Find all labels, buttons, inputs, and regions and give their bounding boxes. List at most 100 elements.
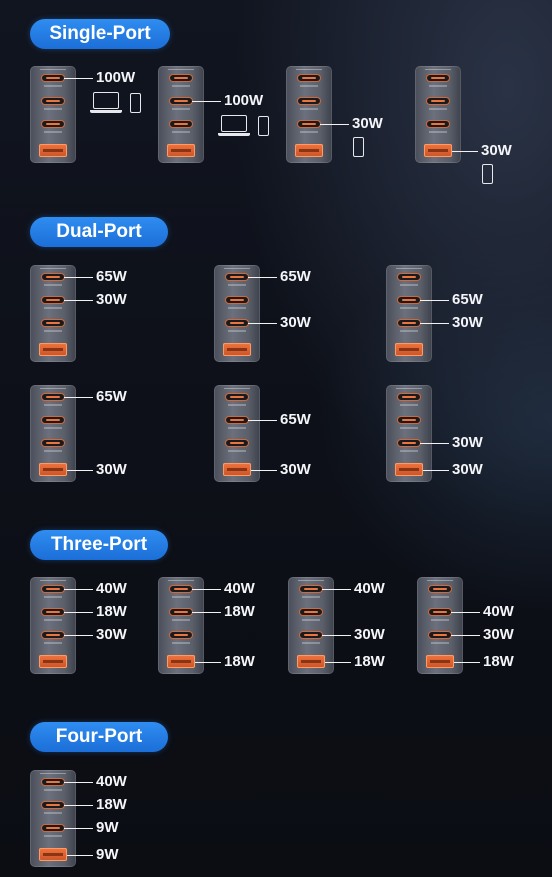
port-label: [44, 108, 62, 110]
port-connector-line: [64, 828, 93, 829]
port-label: [302, 642, 320, 644]
port-label: [44, 307, 62, 309]
port-connector-line: [64, 612, 93, 613]
usb-c-port-2: [42, 609, 64, 615]
port-wattage-label: 18W: [224, 653, 255, 670]
charger-top-label: [168, 69, 194, 74]
charger-device: [30, 66, 76, 163]
port-label: [172, 596, 190, 598]
usb-a-port: [39, 655, 67, 668]
charger-top-label: [224, 388, 250, 393]
laptop-icon: [90, 92, 122, 114]
section-title-pill: Single-Port: [30, 19, 170, 49]
port-wattage-label: 65W: [96, 268, 127, 285]
charger-device: [158, 577, 204, 674]
port-label: [172, 642, 190, 644]
port-label: [300, 108, 318, 110]
port-label: [228, 284, 246, 286]
port-label: [44, 284, 62, 286]
port-connector-line: [248, 323, 277, 324]
charger-device: [30, 770, 76, 867]
usb-a-port: [295, 144, 323, 157]
usb-a-port: [167, 144, 195, 157]
port-connector-line: [451, 635, 480, 636]
port-connector-line: [192, 101, 221, 102]
usb-c-port-1: [398, 394, 420, 400]
port-label: [44, 427, 62, 429]
port-connector-line: [64, 805, 93, 806]
port-wattage-label: 30W: [96, 291, 127, 308]
port-label: [431, 596, 449, 598]
charger-top-label: [40, 388, 66, 393]
usb-a-port: [395, 463, 423, 476]
usb-c-port-2: [226, 417, 248, 423]
port-label: [302, 596, 320, 598]
usb-a-port: [223, 463, 251, 476]
port-wattage-label: 30W: [280, 314, 311, 331]
usb-c-port-1: [42, 394, 64, 400]
port-label: [429, 131, 447, 133]
port-connector-line: [248, 277, 277, 278]
port-wattage-label: 65W: [280, 411, 311, 428]
usb-c-port-3: [42, 825, 64, 831]
usb-c-port-3: [42, 632, 64, 638]
port-label: [300, 85, 318, 87]
port-connector-line: [251, 470, 277, 471]
port-connector-line: [67, 855, 93, 856]
usb-c-port-3: [42, 121, 64, 127]
port-wattage-label: 9W: [96, 846, 119, 863]
port-wattage-label: 18W: [224, 603, 255, 620]
usb-c-port-1: [226, 274, 248, 280]
port-label: [44, 404, 62, 406]
port-label: [400, 284, 418, 286]
port-connector-line: [192, 589, 221, 590]
usb-c-port-3: [170, 632, 192, 638]
port-connector-line: [64, 300, 93, 301]
port-label: [300, 131, 318, 133]
port-label: [429, 108, 447, 110]
charger-top-label: [40, 268, 66, 273]
port-wattage-label: 40W: [483, 603, 514, 620]
charger-top-label: [40, 580, 66, 585]
port-connector-line: [64, 782, 93, 783]
port-label: [44, 789, 62, 791]
port-label: [172, 85, 190, 87]
section-title-pill: Four-Port: [30, 722, 168, 752]
port-label: [172, 131, 190, 133]
port-wattage-label: 18W: [96, 796, 127, 813]
port-connector-line: [320, 124, 349, 125]
charger-device: [30, 577, 76, 674]
usb-a-port: [426, 655, 454, 668]
port-wattage-label: 30W: [481, 142, 512, 159]
port-wattage-label: 30W: [452, 434, 483, 451]
usb-a-port: [39, 463, 67, 476]
charger-top-label: [425, 69, 451, 74]
usb-c-port-1: [298, 75, 320, 81]
port-wattage-label: 40W: [96, 773, 127, 790]
charger-device: [30, 265, 76, 362]
usb-a-port: [297, 655, 325, 668]
port-label: [44, 131, 62, 133]
port-connector-line: [195, 662, 221, 663]
phone-icon: [482, 164, 493, 184]
port-connector-line: [64, 397, 93, 398]
port-connector-line: [322, 589, 351, 590]
port-wattage-label: 18W: [483, 653, 514, 670]
charger-device: [214, 265, 260, 362]
port-wattage-label: 65W: [96, 388, 127, 405]
port-connector-line: [452, 151, 478, 152]
usb-a-port: [39, 343, 67, 356]
usb-c-port-2: [42, 417, 64, 423]
usb-c-port-2: [429, 609, 451, 615]
laptop-screen: [221, 115, 247, 132]
port-label: [228, 427, 246, 429]
port-wattage-label: 65W: [280, 268, 311, 285]
port-label: [302, 619, 320, 621]
port-label: [228, 307, 246, 309]
usb-c-port-3: [429, 632, 451, 638]
charger-device: [288, 577, 334, 674]
port-wattage-label: 18W: [354, 653, 385, 670]
usb-c-port-3: [170, 121, 192, 127]
port-label: [44, 835, 62, 837]
usb-c-port-2: [226, 297, 248, 303]
